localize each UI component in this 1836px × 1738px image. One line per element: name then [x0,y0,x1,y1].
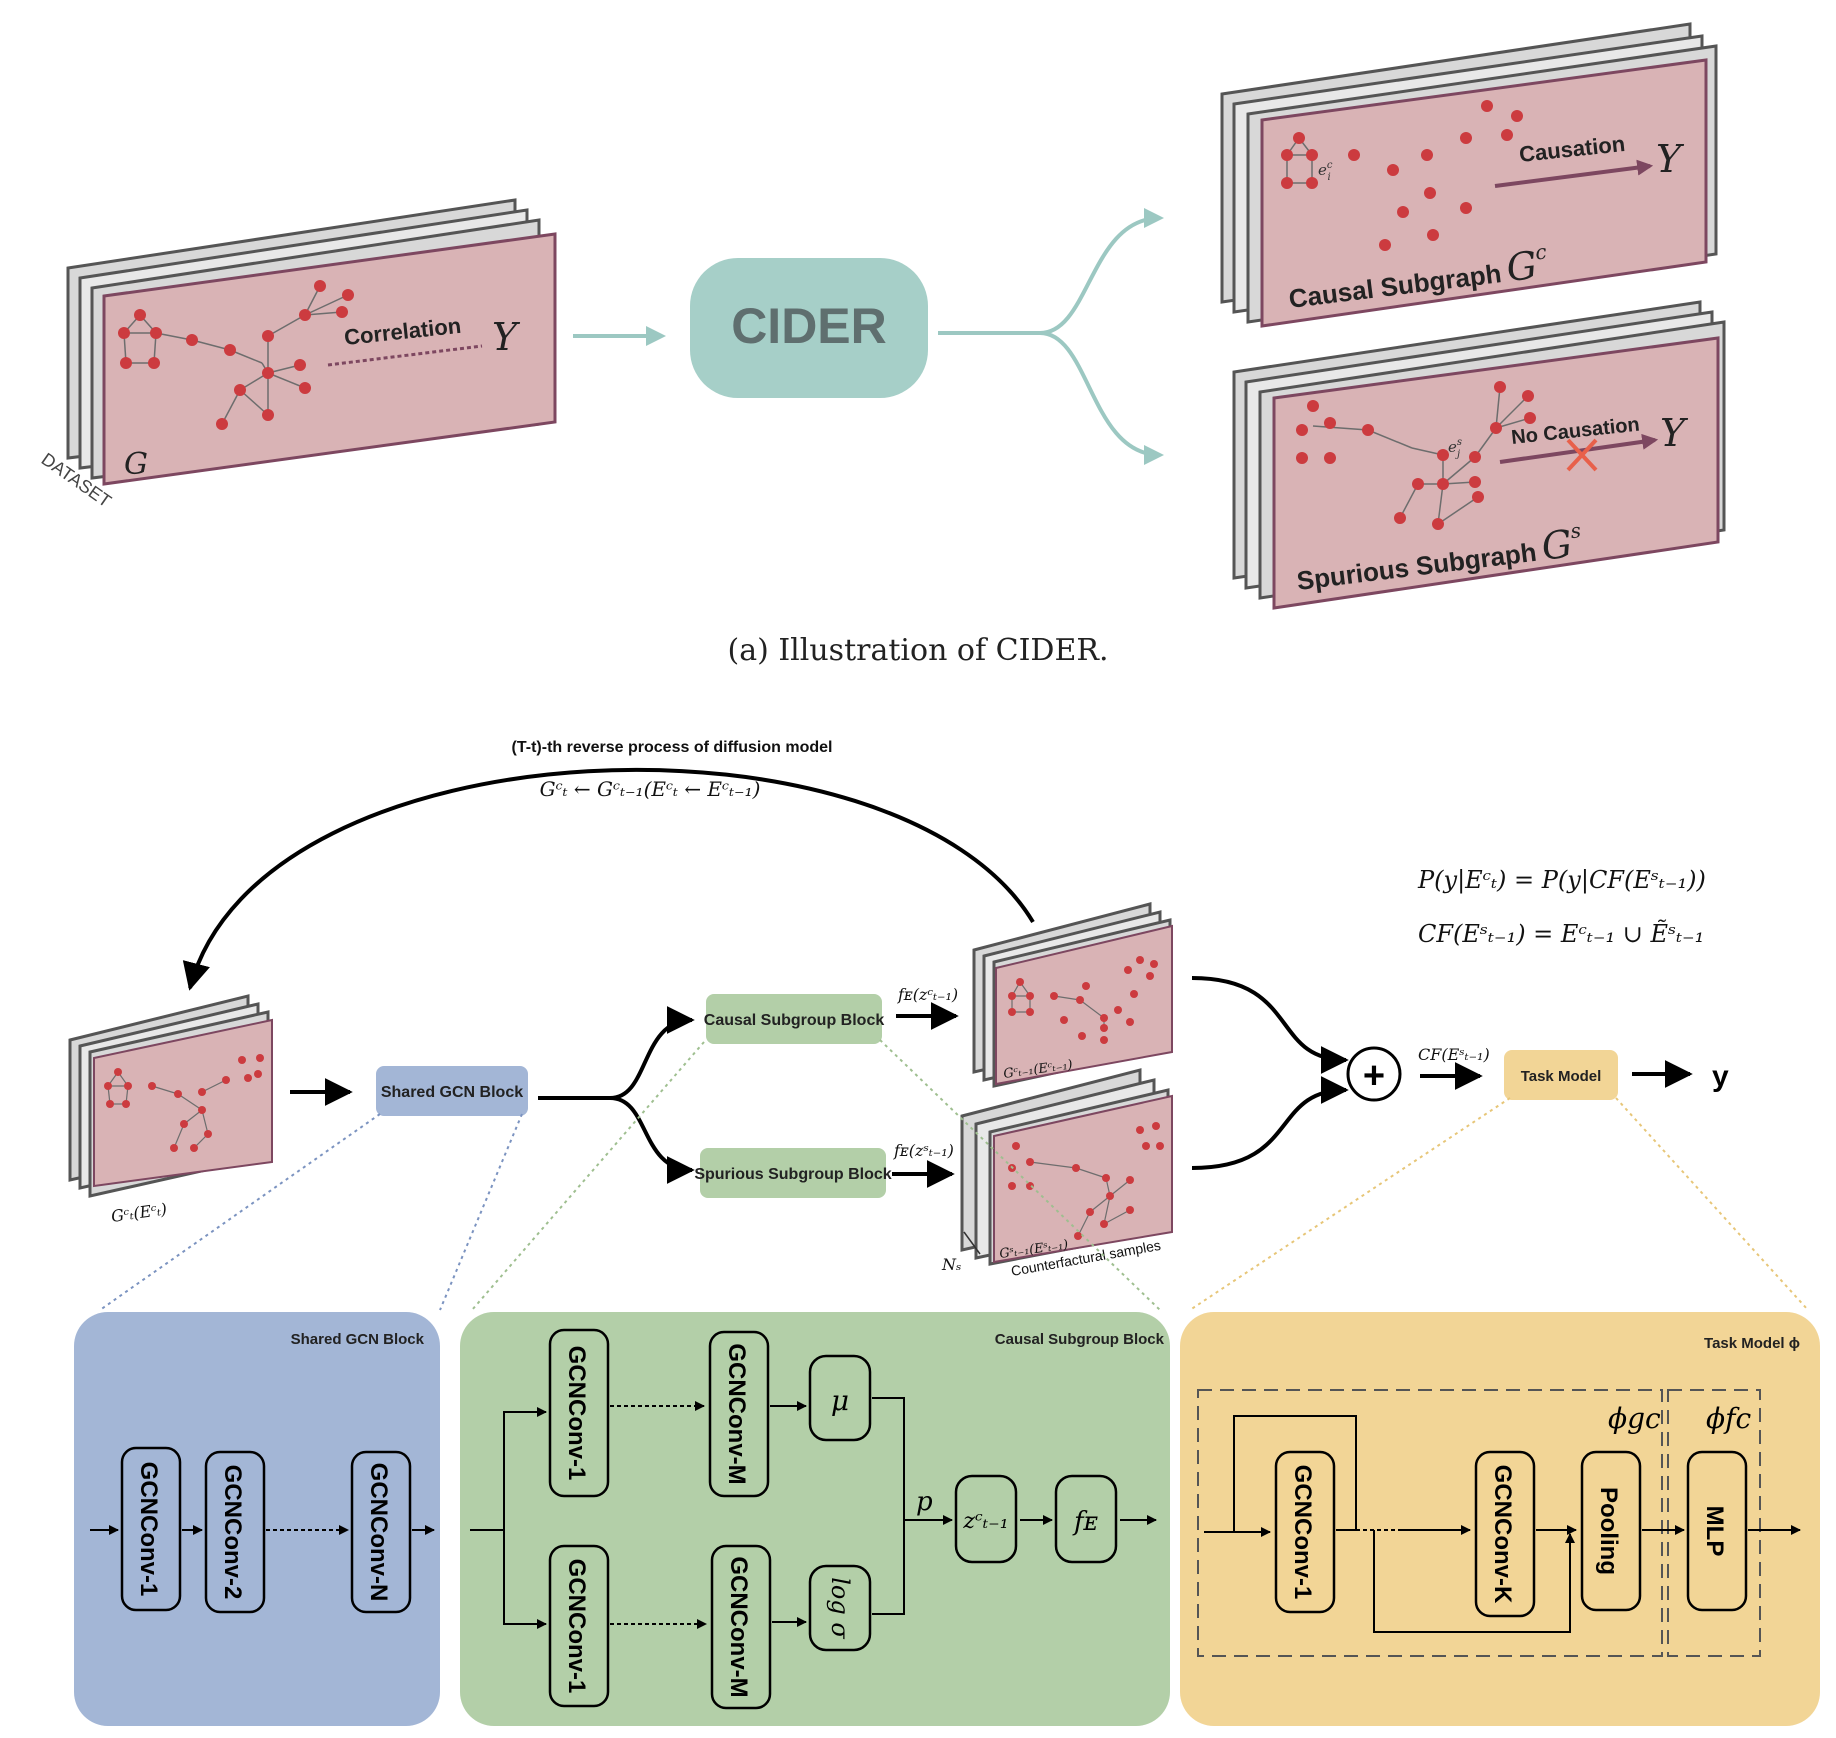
mu-label: μ [831,1384,849,1417]
panel-a: Correlation Y G DATASET CIDER [38,22,1726,668]
causal-subgroup-detail: Causal Subgroup Block GCNConv-1 GCNConv-… [460,1312,1170,1726]
shared-gcn-block [376,1066,528,1116]
causal-bottom-layer-m: GCNConv-M [725,1556,752,1697]
task-layer-1: GCNConv-1 [1289,1465,1316,1600]
split-arrows [538,1006,695,1184]
z-label: zᶜₜ₋₁ [962,1509,1008,1534]
fe-causal-label: fᴇ(zᶜₜ₋₁) [897,985,958,1004]
spurious-output-card [993,1094,1173,1264]
input-graph-nodes [118,280,354,430]
task-model-block [1504,1050,1618,1100]
logsigma-label: log σ [826,1577,854,1639]
shared-layers: GCNConv-1 GCNConv-2 GCNConv-N [120,1446,412,1614]
causation-target: Y [1656,137,1685,181]
fe-label: fᴇ [1072,1507,1099,1537]
pooling-label: Pooling [1595,1487,1622,1575]
ns-tick [963,1231,981,1255]
p-label: p [916,1487,933,1517]
phi-fc-label: ϕfc [1706,1402,1751,1435]
shared-layer-n: GCNConv-N [365,1463,392,1602]
reverse-process-arrow [182,767,1035,991]
phi-gc-region [1197,1389,1663,1657]
task-model-block-label: Task Model [1521,1068,1602,1085]
cider-box-label: CIDER [731,298,887,354]
causal-output-nodes [1008,956,1158,1044]
ns-label: Nₛ [941,1255,961,1274]
cider-box [690,258,928,398]
equation-1: P(y|Eᶜₜ) = P(y|CF(Eˢₜ₋₁)) [1417,866,1706,895]
reverse-process-title: (T-t)-th reverse process of diffusion mo… [512,739,833,756]
causal-subgroup-block-label: Causal Subgroup Block [704,1012,885,1029]
shared-gcn-block-label: Shared GCN Block [381,1084,523,1101]
causal-graph-nodes [1281,100,1523,251]
shared-layer-1: GCNConv-1 [135,1462,162,1597]
shared-detail-title: Shared GCN Block [291,1331,425,1348]
causal-top-layer-m: GCNConv-M [723,1343,750,1484]
causal-output-stack: Gᶜₜ₋₁(Eᶜₜ₋₁) [972,902,1173,1088]
input-dataset-stack: Correlation Y G DATASET [38,198,557,511]
spurious-subgroup-block-label: Spurious Subgroup Block [694,1166,891,1183]
spurious-output-stack: Gˢₜ₋₁(Eˢₜ₋₁) [960,1068,1173,1266]
combine-plus-symbol: + [1363,1055,1385,1097]
causal-detail-title: Causal Subgroup Block [995,1331,1165,1348]
mlp-label: MLP [1701,1506,1728,1557]
branch-arrows [938,208,1164,465]
shared-gcn-detail: Shared GCN Block GCNConv-1 GCNConv-2 GCN… [74,1312,440,1726]
combine-plus [1346,1046,1402,1102]
output-label: y [1712,1060,1729,1093]
equation-2: CF(Eˢₜ₋₁) = Eᶜₜ₋₁ ∪ Ẽˢₜ₋₁ [1418,919,1704,948]
shared-layer-2: GCNConv-2 [219,1465,246,1600]
task-detail-title: Task Model ϕ [1704,1335,1800,1352]
causal-graph-card [1260,58,1708,328]
task-layer-k: GCNConv-K [1489,1465,1516,1604]
no-causation-target: Y [1660,411,1689,455]
logsigma-node [808,1564,872,1652]
mu-node [808,1354,872,1442]
input-graph-card-b [93,1018,273,1188]
fe-node [1054,1474,1118,1564]
reverse-process-formula: Gᶜₜ ← Gᶜₜ₋₁(Eᶜₜ ← Eᶜₜ₋₁) [540,777,761,801]
fe-spurious-label: fᴇ(zˢₜ₋₁) [893,1141,954,1160]
causal-bottom-layer-1: GCNConv-1 [563,1559,590,1694]
panel-b: (T-t)-th reverse process of diffusion mo… [68,739,1820,1726]
causal-output-card [995,924,1173,1086]
phi-fc-region [1667,1389,1761,1657]
merge-arrows [1191,976,1349,1170]
spurious-subgroup-block [700,1148,886,1198]
phi-gc-label: ϕgc [1608,1402,1661,1435]
no-causation-cross [1566,438,1598,472]
z-node [954,1474,1018,1564]
spurious-output-nodes [1008,1122,1164,1240]
input-graph-b-label: Gᶜₜ(Eᶜₜ) [110,1199,168,1226]
spurious-graph-card [1272,336,1720,610]
panel-a-caption: (a) Illustration of CIDER. [727,633,1108,668]
input-graph-stack [68,994,273,1198]
correlation-link [327,344,483,367]
correlation-target: Y [492,315,521,359]
causal-top-layer-1: GCNConv-1 [563,1346,590,1481]
zoom-connectors [99,1039,1809,1311]
input-graph-label: G [124,447,148,482]
cf-label: CF(Eˢₜ₋₁) [1418,1045,1490,1064]
causation-arrow [1494,159,1654,188]
causal-subgroup-block [706,994,882,1044]
input-graph-b-nodes [104,1054,264,1152]
spurious-graph-nodes [1296,381,1536,530]
task-model-detail: Task Model ϕ ϕgc ϕfc GCNConv-1 GCNCo [1180,1312,1820,1726]
